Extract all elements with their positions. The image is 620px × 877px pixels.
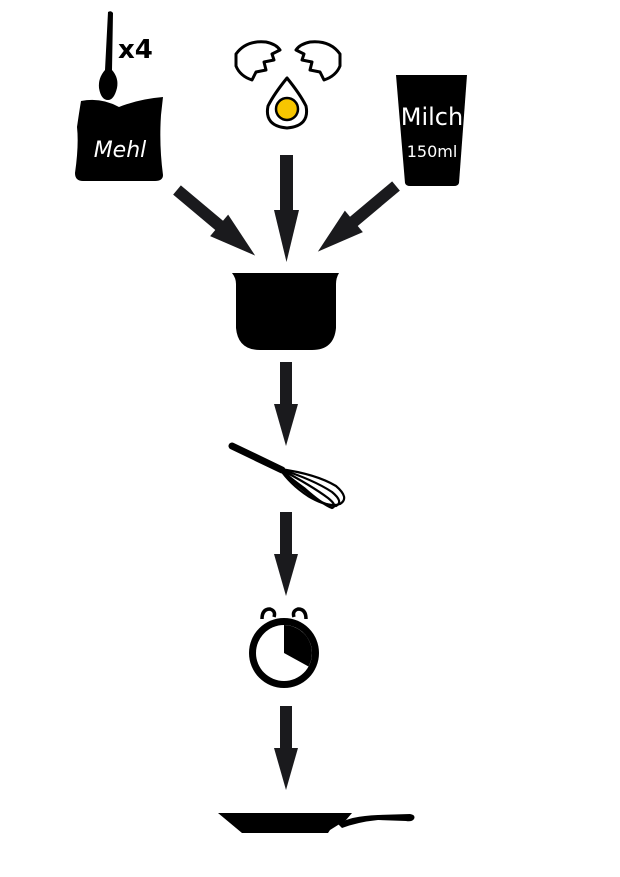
arrow-down-left-icon — [317, 181, 400, 252]
flour-bag-icon: Mehl — [73, 95, 168, 183]
arrow-down-icon — [274, 362, 300, 446]
quantity-label: x4 — [118, 35, 153, 64]
milk-label: Milch — [401, 103, 463, 131]
spoon-quantity: x4 — [118, 32, 162, 64]
arrow-down-right-icon — [173, 185, 256, 256]
whisk-icon — [228, 442, 350, 514]
frying-pan-icon — [218, 810, 418, 836]
bowl-icon — [232, 272, 340, 352]
flour-ingredient — [70, 8, 170, 186]
milk-glass-icon: Milch 150ml — [396, 75, 468, 187]
cracked-egg-icon — [230, 36, 346, 132]
arrows-into-bowl — [160, 150, 410, 270]
arrow-down-icon — [274, 155, 299, 262]
flour-label: Mehl — [94, 138, 147, 163]
stopwatch-icon — [244, 605, 326, 693]
spoon-icon — [98, 11, 118, 101]
arrow-down-icon — [274, 512, 300, 596]
milk-quantity: 150ml — [407, 142, 458, 161]
arrow-down-icon — [274, 706, 300, 790]
